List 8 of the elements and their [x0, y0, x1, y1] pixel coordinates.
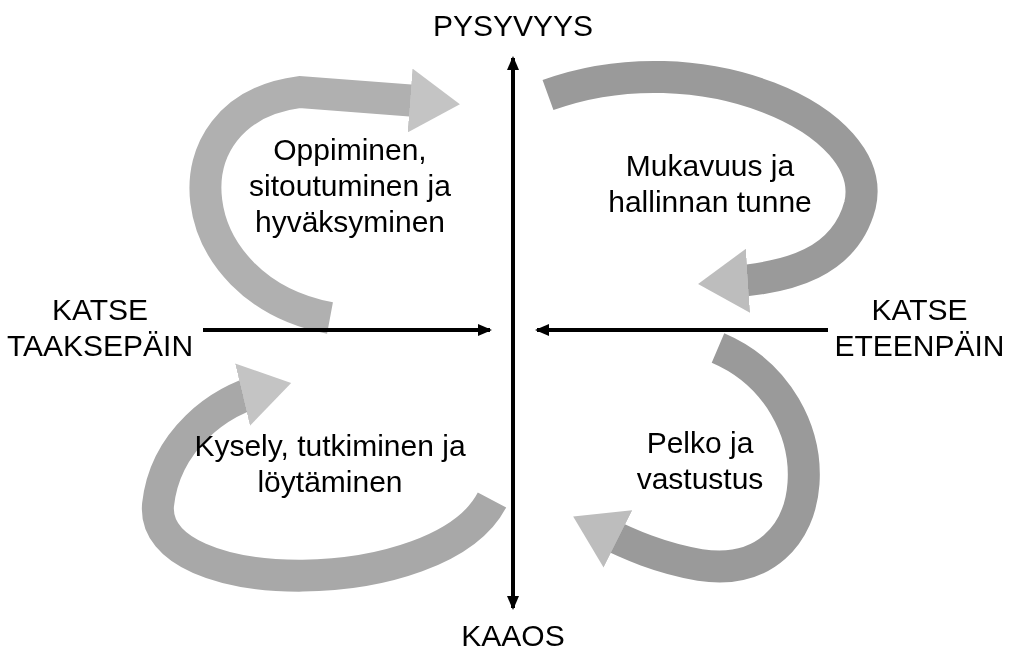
quadrant-label: Mukavuus ja hallinnan tunne [607, 148, 813, 220]
axis-label: KATSE TAAKSEPÄIN [5, 292, 195, 364]
quadrant-label: Oppiminen, sitoutuminen ja hyväksyminen [248, 132, 452, 240]
axis-label: PYSYVYYS [431, 8, 595, 44]
quadrant-label: Pelko ja vastustus [635, 425, 765, 497]
axis-label: KATSE ETEENPÄIN [833, 292, 1006, 364]
quadrant-label: Kysely, tutkiminen ja löytäminen [193, 428, 467, 500]
axis-label: KAAOS [460, 618, 566, 654]
